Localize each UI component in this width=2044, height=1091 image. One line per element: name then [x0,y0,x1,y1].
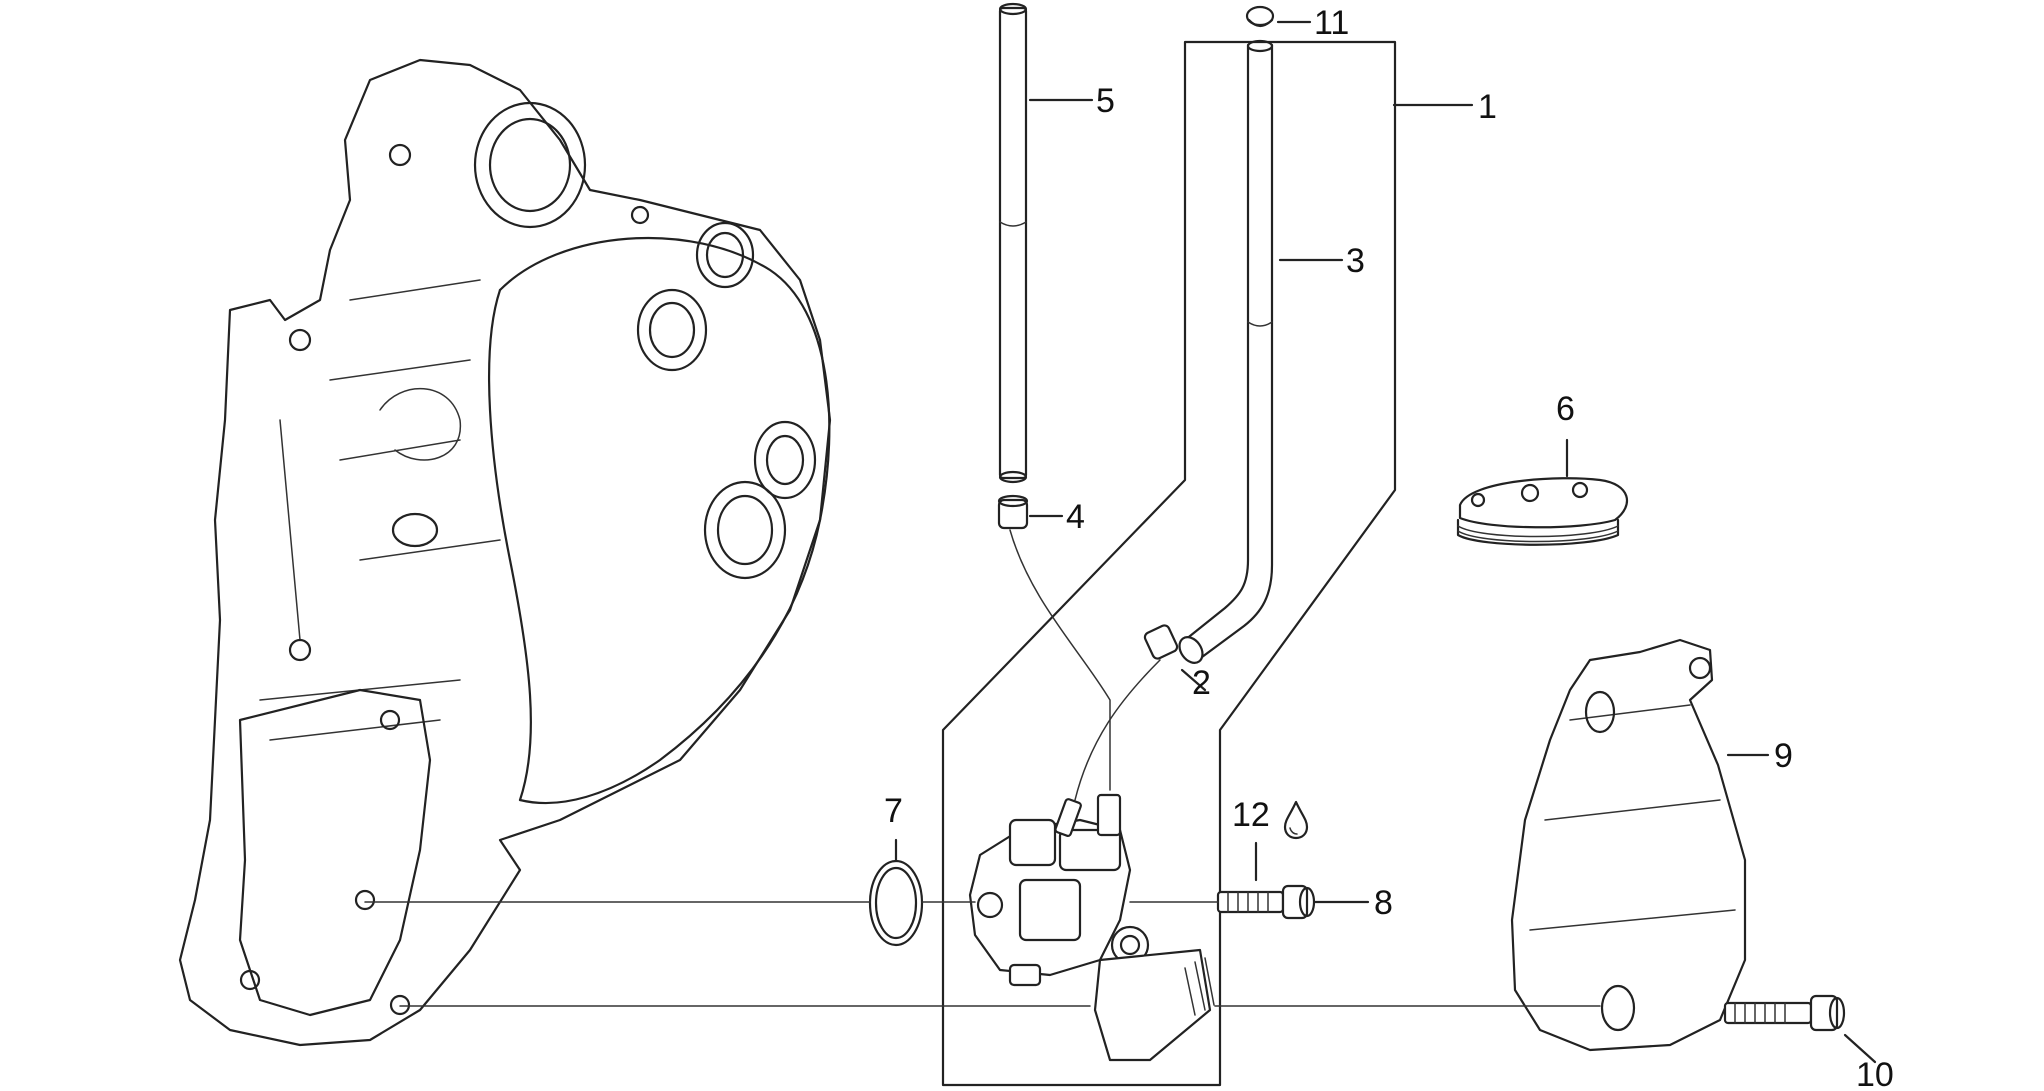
bolt-8 [1216,884,1316,920]
o-ring-7 [868,859,924,947]
callout-2: 2 [1192,664,1211,702]
callout-7: 7 [884,792,903,830]
pipe-5 [998,2,1028,484]
oil-drop-icon [1283,800,1309,840]
oil-pump [968,793,1215,1062]
callout-1: 1 [1478,88,1497,126]
callout-6: 6 [1556,390,1575,428]
callout-11: 11 [1314,4,1349,42]
callout-4: 4 [1066,498,1085,536]
callout-5: 5 [1096,82,1115,120]
kit-1-frame [941,40,1397,1087]
pipe-3 [1178,39,1274,664]
fitting-2 [1143,624,1179,660]
gasket-6 [1456,477,1628,546]
cover-9 [1510,638,1747,1052]
fitting-4 [997,494,1029,530]
callout-8: 8 [1374,884,1393,922]
bolt-10 [1723,994,1846,1032]
callout-3: 3 [1346,242,1365,280]
callout-9: 9 [1774,737,1793,775]
callout-10: 10 [1856,1056,1894,1091]
callout-12: 12 [1232,796,1270,834]
crankcase-cover [178,58,832,1047]
clip-11 [1245,5,1275,28]
